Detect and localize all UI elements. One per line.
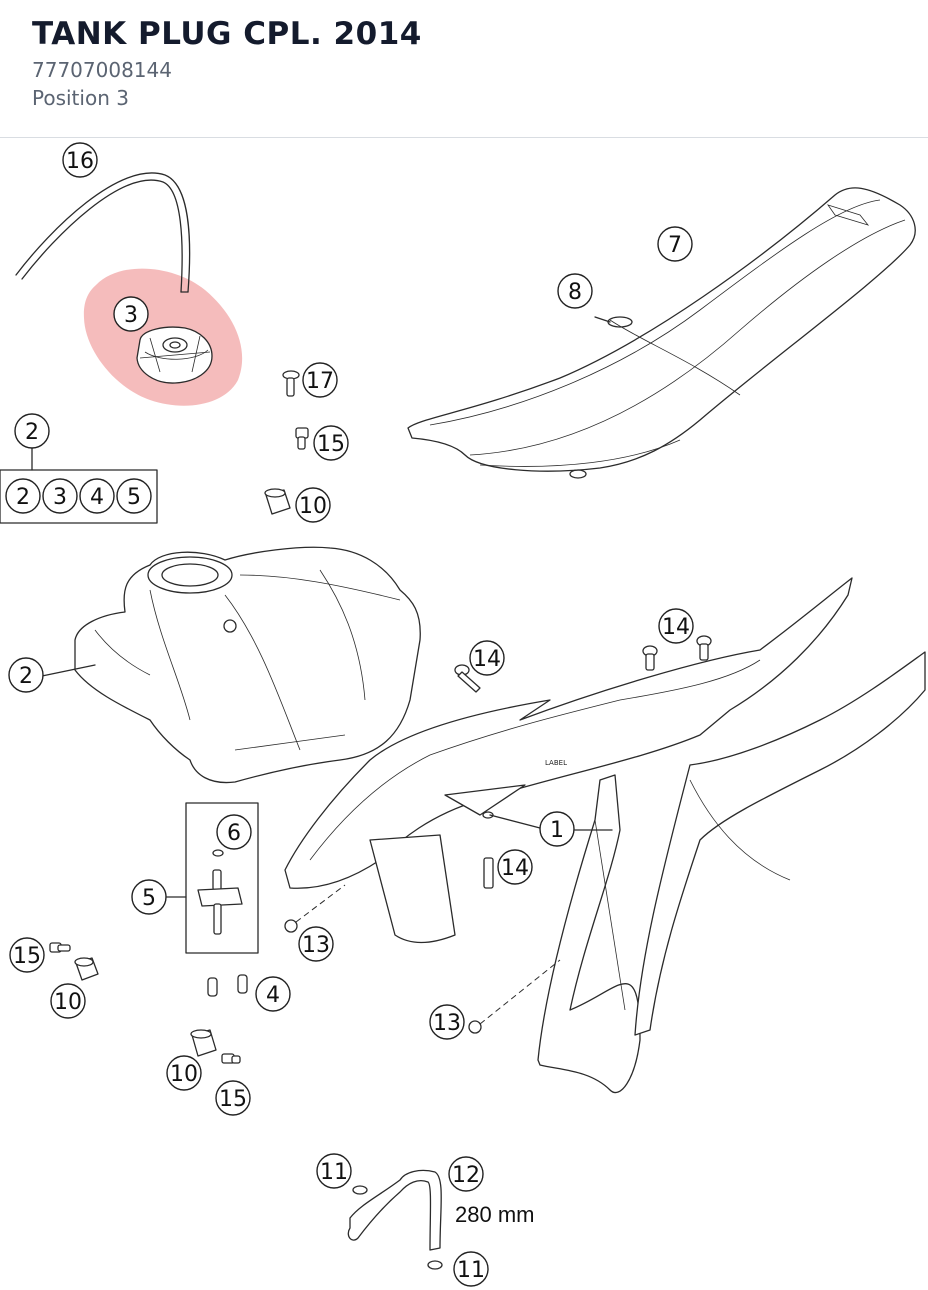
part-fuel-tap-5[interactable] — [197, 849, 243, 935]
svg-text:16: 16 — [66, 149, 94, 174]
svg-text:10: 10 — [299, 494, 327, 519]
callout-3-selected[interactable]: 3 — [113, 296, 149, 332]
part-title: TANK PLUG CPL. 2014 — [32, 16, 422, 52]
callout-8[interactable]: 8 — [557, 273, 593, 309]
callout-17[interactable]: 17 — [302, 362, 338, 398]
svg-text:10: 10 — [54, 990, 82, 1015]
svg-text:4: 4 — [90, 485, 104, 510]
leader-lines — [41, 316, 613, 831]
callout-16[interactable]: 16 — [62, 142, 98, 178]
svg-text:3: 3 — [124, 303, 138, 328]
callout-13-a[interactable]: 13 — [298, 926, 334, 962]
svg-text:13: 13 — [433, 1011, 461, 1036]
callout-10-top[interactable]: 10 — [295, 487, 331, 523]
callout-6[interactable]: 6 — [216, 814, 252, 850]
svg-text:13: 13 — [302, 933, 330, 958]
svg-text:15: 15 — [317, 432, 345, 457]
group-box-2-3-4-5 — [0, 469, 158, 524]
part-screw-15-lower[interactable] — [221, 1053, 241, 1064]
callout-10-lower[interactable]: 10 — [166, 1055, 202, 1091]
part-clamp-11-a[interactable] — [352, 1185, 368, 1195]
callout-15-left[interactable]: 15 — [9, 937, 45, 973]
callout-2-box[interactable]: 2 — [5, 478, 41, 514]
svg-text:14: 14 — [662, 615, 690, 640]
part-screws-4[interactable] — [207, 974, 248, 997]
part-position: Position 3 — [32, 86, 129, 110]
svg-text:2: 2 — [25, 420, 39, 445]
svg-text:8: 8 — [568, 280, 582, 305]
callout-4[interactable]: 4 — [255, 976, 291, 1012]
part-hose-12[interactable] — [347, 1169, 442, 1251]
part-bolt-14-a[interactable] — [454, 664, 481, 693]
svg-text:11: 11 — [320, 1160, 348, 1185]
svg-text:15: 15 — [13, 944, 41, 969]
exploded-parts-diagram: LABEL 16 3 17 15 1 — [0, 142, 926, 1287]
svg-text:17: 17 — [306, 369, 334, 394]
callout-3-box[interactable]: 3 — [42, 478, 78, 514]
callout-15-top[interactable]: 15 — [313, 425, 349, 461]
part-seat-7[interactable] — [407, 187, 916, 479]
callout-14-a[interactable]: 14 — [469, 640, 505, 676]
part-bushing-10-lower[interactable] — [190, 1029, 217, 1057]
callout-15-lower[interactable]: 15 — [215, 1080, 251, 1116]
part-number: 77707008144 — [32, 58, 172, 82]
callout-7[interactable]: 7 — [657, 226, 693, 262]
callout-12[interactable]: 12 — [448, 1156, 484, 1192]
svg-text:15: 15 — [219, 1087, 247, 1112]
svg-text:12: 12 — [452, 1163, 480, 1188]
callout-14-b[interactable]: 14 — [658, 608, 694, 644]
part-bushing-10-left[interactable] — [74, 957, 99, 981]
part-bushing-10-top[interactable] — [264, 488, 291, 515]
callout-10-left[interactable]: 10 — [50, 983, 86, 1019]
part-screw-13-b[interactable] — [468, 959, 561, 1034]
part-bolt-14-c[interactable] — [482, 811, 494, 889]
callout-2-tank[interactable]: 2 — [8, 657, 44, 693]
callout-13-b[interactable]: 13 — [429, 1004, 465, 1040]
hose-length-label: 280 mm — [455, 1202, 534, 1227]
callout-2-group[interactable]: 2 — [14, 413, 50, 449]
part-clamp-11-b[interactable] — [427, 1260, 443, 1270]
part-screw-17[interactable] — [282, 370, 300, 397]
svg-text:6: 6 — [227, 821, 241, 846]
svg-text:14: 14 — [501, 856, 529, 881]
sticker-text: LABEL — [545, 759, 567, 767]
part-screw-13-a[interactable] — [284, 884, 346, 933]
part-screw-15-top[interactable] — [295, 427, 309, 450]
svg-text:2: 2 — [16, 485, 30, 510]
svg-text:3: 3 — [53, 485, 67, 510]
part-screw-15-left[interactable] — [49, 942, 71, 953]
svg-text:4: 4 — [266, 983, 280, 1008]
page-header: TANK PLUG CPL. 2014 77707008144 Position… — [0, 0, 928, 138]
svg-text:2: 2 — [19, 664, 33, 689]
callout-4-box[interactable]: 4 — [79, 478, 115, 514]
part-tank-plug-3[interactable] — [136, 326, 213, 384]
svg-text:1: 1 — [550, 818, 564, 843]
callout-1[interactable]: 1 — [539, 811, 575, 847]
svg-text:14: 14 — [473, 647, 501, 672]
callout-14-c[interactable]: 14 — [497, 849, 533, 885]
part-bolt-14-b[interactable] — [642, 635, 712, 671]
callout-11-b[interactable]: 11 — [453, 1251, 489, 1287]
part-fuel-tank-2[interactable] — [74, 546, 421, 784]
part-spoiler-1[interactable]: LABEL — [284, 577, 926, 1093]
part-hose-16[interactable] — [15, 172, 191, 293]
callout-5-box[interactable]: 5 — [116, 478, 152, 514]
callout-5[interactable]: 5 — [131, 879, 167, 915]
svg-text:10: 10 — [170, 1062, 198, 1087]
svg-text:7: 7 — [668, 233, 682, 258]
svg-text:11: 11 — [457, 1258, 485, 1283]
svg-text:5: 5 — [142, 886, 156, 911]
callout-11-a[interactable]: 11 — [316, 1153, 352, 1189]
group-box-5-6 — [185, 802, 259, 954]
svg-text:5: 5 — [127, 485, 141, 510]
